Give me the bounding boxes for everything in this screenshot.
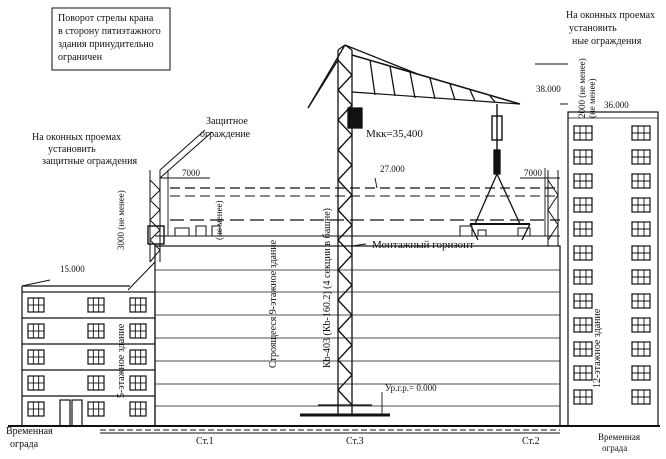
protective-fence-label: Защитное ограждение bbox=[200, 116, 251, 140]
note-left-windows: На оконных проемах установить защитные о… bbox=[32, 132, 137, 167]
temp-fence-right-line-2: ограда bbox=[602, 443, 627, 453]
station-3: Ст.3 bbox=[346, 436, 364, 447]
note-left-windows-line-3: защитные ограждения bbox=[42, 156, 137, 167]
dim-7000-right: 7000 bbox=[524, 168, 543, 178]
note-top-right-line-3: ные ограждения bbox=[572, 36, 642, 47]
temp-fence-left-line-1: Временная bbox=[6, 426, 53, 437]
five-storey-building bbox=[21, 285, 156, 427]
five-storey-windows bbox=[27, 297, 147, 417]
station-labels: Ст.1 Ст.3 Ст.2 bbox=[196, 436, 540, 447]
note-left-windows-line-2: установить bbox=[48, 144, 96, 155]
five-storey-label: 5-этажное здание bbox=[116, 323, 127, 398]
dimension-lines bbox=[21, 168, 560, 414]
twelve-storey-windows bbox=[573, 125, 651, 405]
note-top-left-line-2: в сторону пятиэтажного bbox=[58, 26, 161, 37]
mount-level-items bbox=[174, 225, 531, 237]
reach-lines bbox=[170, 187, 560, 221]
level-15: 15.000 bbox=[60, 264, 85, 274]
not-less-right-label: 2000 (не менее) bbox=[577, 58, 587, 118]
ground-level-label: Ур.г.р.= 0.000 bbox=[385, 383, 437, 393]
not-less-mid-left-label: (не менее) bbox=[214, 200, 224, 240]
note-top-left: Поворот стрелы крана в сторону пятиэтажн… bbox=[58, 13, 161, 63]
mount-horizon-label: Монтажный горизонт bbox=[372, 239, 474, 251]
station-1: Ст.1 bbox=[196, 436, 214, 447]
not-less-left-label: 3000 (не менее) bbox=[116, 190, 126, 250]
temp-fence-left-line-2: ограда bbox=[10, 439, 39, 450]
note-top-right-line-2: установить bbox=[569, 23, 617, 34]
protective-fence-line-1: Защитное bbox=[206, 116, 248, 127]
level-38: 38.000 bbox=[536, 84, 561, 94]
right-mast bbox=[535, 63, 568, 246]
level-27: 27.000 bbox=[380, 164, 405, 174]
note-top-left-line-1: Поворот стрелы крана bbox=[58, 13, 154, 24]
dim-7000-left: 7000 bbox=[182, 168, 201, 178]
protective-fence-line-2: ограждение bbox=[200, 129, 251, 140]
twelve-storey-building bbox=[567, 111, 659, 427]
level-36: 36.000 bbox=[604, 100, 629, 110]
note-left-windows-line-1: На оконных проемах bbox=[32, 132, 121, 143]
twelve-storey-label: 12-этажное здание bbox=[592, 308, 603, 388]
station-2: Ст.2 bbox=[522, 436, 540, 447]
note-top-right-line-1: На оконных проемах bbox=[566, 10, 655, 21]
note-box-crane-rotation bbox=[51, 7, 171, 71]
hoist-mast bbox=[127, 129, 213, 291]
note-top-right: На оконных проемах установить ные огражд… bbox=[566, 10, 655, 47]
temp-fence-right: Временная ограда bbox=[598, 432, 640, 453]
temp-fence-left: Временная ограда bbox=[6, 426, 53, 450]
nine-storey-label: Строящееся 9-этажное здание bbox=[268, 239, 279, 368]
crane-capacity-label: Мкк=35,400 bbox=[366, 128, 423, 140]
ground-line bbox=[8, 425, 660, 434]
temp-fence-right-line-1: Временная bbox=[598, 432, 640, 442]
note-top-left-line-4: ограничен bbox=[58, 52, 103, 63]
not-less-right-label-2: (не менее) bbox=[587, 78, 597, 118]
crane-model-label: Кb-403 (Кb-160.2) (4 секции в башне) bbox=[322, 208, 333, 368]
note-top-left-line-3: здания принудительно bbox=[58, 39, 154, 50]
nine-storey-building bbox=[154, 235, 561, 427]
tower-crane bbox=[300, 44, 531, 417]
